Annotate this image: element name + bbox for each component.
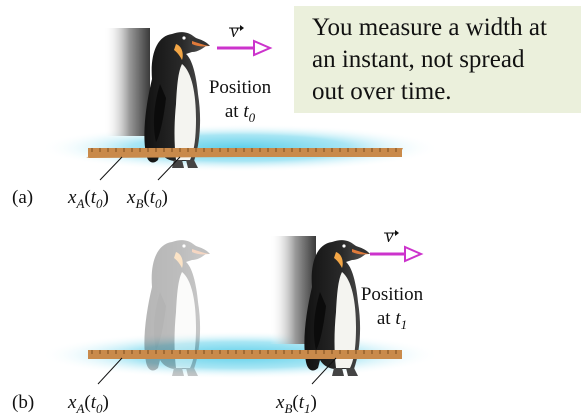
caption-line-3: out over time. [312,76,571,108]
position-label-a: Position at t0 [198,76,282,125]
velocity-symbol-a: v [230,22,238,42]
vector-mark-head-b [395,230,399,236]
penguin-shadow-a [104,28,150,136]
velocity-arrowhead-a [254,41,270,55]
ruler-a [86,148,403,158]
xA-t0-label-b: xA(t0) [68,393,109,414]
position-label-b-line1: Position [350,283,434,307]
xB-t1-label-b: xB(t1) [276,393,317,414]
position-label-a-line1: Position [198,76,282,100]
xB-t0-label-a: xB(t0) [127,188,168,209]
caption-line-2: an instant, not spread [312,44,571,76]
xA-t0-label-a: xA(t0) [68,188,109,209]
panel-a-tag: (a) [12,188,33,208]
ruler-b [88,350,402,359]
caption-box: You measure a width at an instant, not s… [294,6,581,113]
position-label-b-line2: at t1 [350,307,434,332]
position-label-a-line2: at t0 [198,100,282,125]
panel-b-tag: (b) [12,393,34,413]
caption-line-1: You measure a width at [312,12,571,44]
vector-mark-head-a [240,25,244,31]
velocity-symbol-b: v [385,227,393,247]
position-label-b: Position at t1 [350,283,434,332]
velocity-arrowhead-b [405,247,421,261]
